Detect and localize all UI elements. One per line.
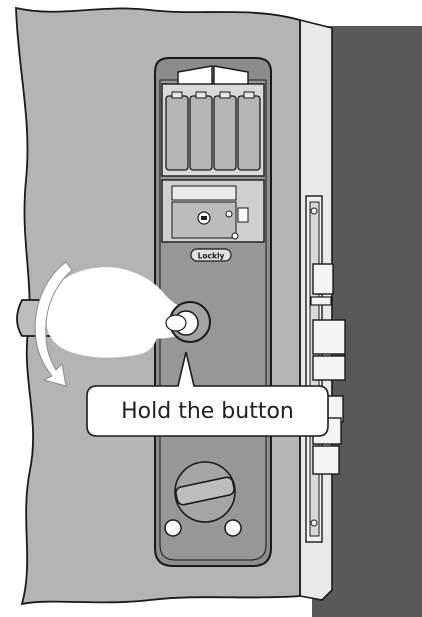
faceplate-screw bbox=[311, 208, 317, 214]
bolt-block bbox=[313, 320, 345, 354]
latch-block bbox=[311, 297, 331, 305]
module-screw bbox=[226, 211, 232, 217]
keyhole-icon bbox=[198, 212, 210, 224]
module-screw bbox=[232, 233, 238, 239]
bolt-block bbox=[313, 356, 345, 380]
bottom-screw bbox=[165, 520, 181, 536]
battery-3 bbox=[214, 96, 236, 170]
battery-2 bbox=[190, 96, 212, 170]
bottom-screw bbox=[225, 520, 241, 536]
bolt-block bbox=[313, 446, 339, 474]
faceplate-screw bbox=[311, 520, 317, 526]
battery-4 bbox=[238, 96, 260, 170]
latch-block bbox=[313, 264, 333, 294]
module-switch bbox=[238, 208, 248, 222]
battery-1 bbox=[166, 96, 188, 170]
module-top-strip bbox=[172, 186, 236, 200]
brand-logo: Lockly bbox=[198, 252, 225, 261]
fingertip bbox=[166, 315, 186, 331]
